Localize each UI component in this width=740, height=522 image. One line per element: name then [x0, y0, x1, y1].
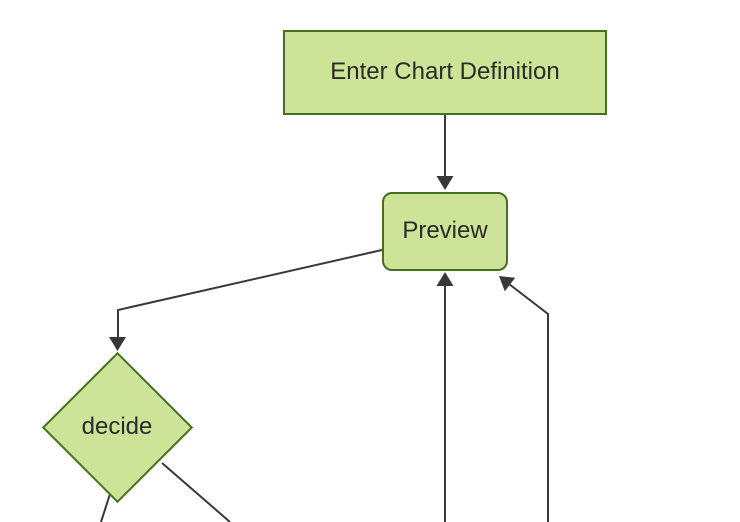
- node-decide-label-text: decide: [81, 413, 153, 440]
- edge-decide-to-offscreen-bottomleft: [100, 493, 111, 522]
- arrowhead-into-preview-bottom: [436, 272, 454, 286]
- node-enter-chart-definition: Enter Chart Definition: [283, 30, 607, 115]
- arrowhead-into-preview-bottom-right: [499, 276, 516, 292]
- node-preview-label: Preview: [402, 217, 488, 245]
- node-enter-chart-definition-label: Enter Chart Definition: [330, 58, 560, 86]
- edge-preview-to-decide: [117, 249, 383, 338]
- edge-offscreen-bottomright-to-preview: [508, 283, 549, 522]
- edge-decide-to-offscreen-bottomright: [161, 462, 231, 522]
- arrowhead-into-preview-top: [436, 176, 454, 190]
- node-decide-label: decide: [42, 413, 192, 441]
- node-preview: Preview: [382, 192, 508, 271]
- arrowhead-into-decide-top: [109, 337, 126, 351]
